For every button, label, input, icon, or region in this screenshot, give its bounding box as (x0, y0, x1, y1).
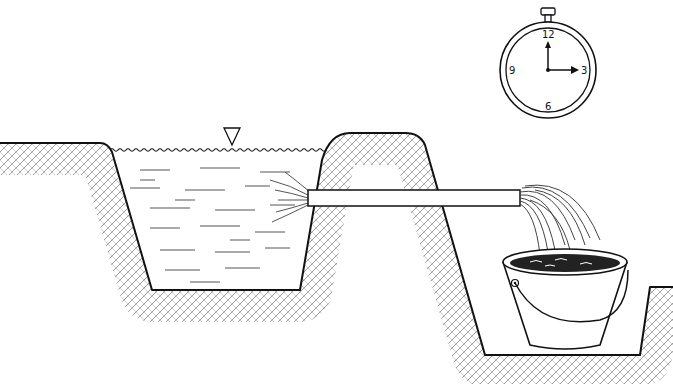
outflow-jet (520, 185, 600, 255)
clock-numeral: 12 (542, 30, 555, 40)
water (110, 150, 321, 290)
clock-numeral: 9 (509, 66, 515, 76)
clock-numeral: 3 (581, 66, 587, 76)
stopwatch (500, 8, 596, 118)
pipe (308, 190, 520, 206)
clock-numeral: 6 (545, 102, 551, 112)
water-surface (110, 149, 326, 152)
ground-hatch (0, 133, 673, 355)
water-level-symbol (224, 128, 240, 145)
ground-line (0, 133, 673, 355)
bucket (503, 249, 628, 349)
inlet-flow (270, 172, 310, 222)
water-streaks (130, 168, 295, 282)
